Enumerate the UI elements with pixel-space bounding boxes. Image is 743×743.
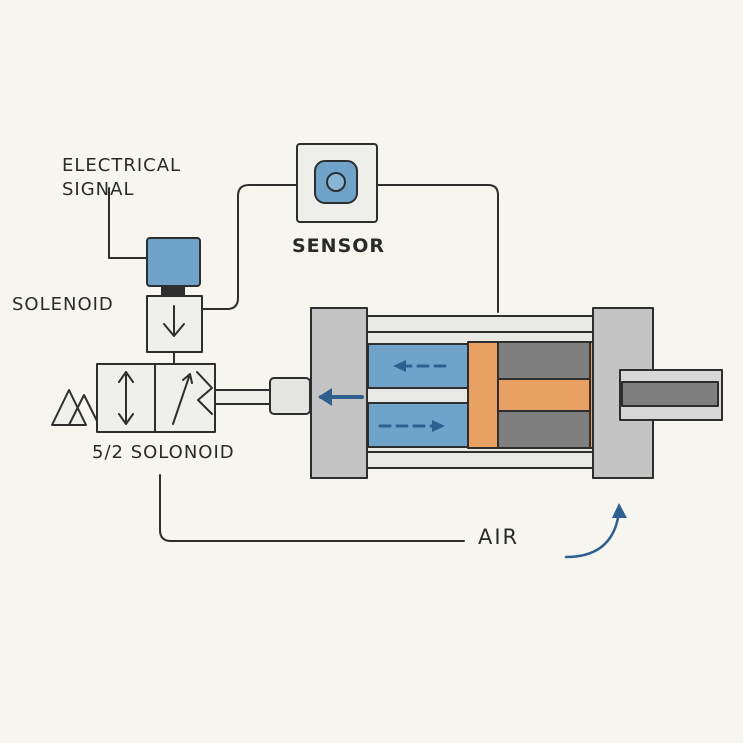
air-label: AIR — [478, 525, 520, 549]
valve-body — [51, 363, 276, 433]
sensor-to-cylinder-wire — [376, 184, 499, 313]
electrical-signal-label-line2: SIGNAL — [62, 179, 135, 200]
valve-label: 5/2 SOLONOID — [92, 442, 235, 463]
sensor — [296, 143, 378, 223]
air-supply-line — [159, 474, 465, 542]
cylinder-body — [269, 307, 723, 479]
air-flow-arrow — [564, 503, 627, 559]
electrical-signal-wire — [108, 187, 148, 259]
sensor-label: SENSOR — [292, 235, 386, 257]
solenoid-label: SOLENOID — [12, 294, 114, 315]
electrical-signal-label-line1: ELECTRICAL — [62, 155, 182, 176]
sensor-to-solenoid-wire — [202, 184, 298, 310]
solenoid-coil — [146, 237, 203, 365]
